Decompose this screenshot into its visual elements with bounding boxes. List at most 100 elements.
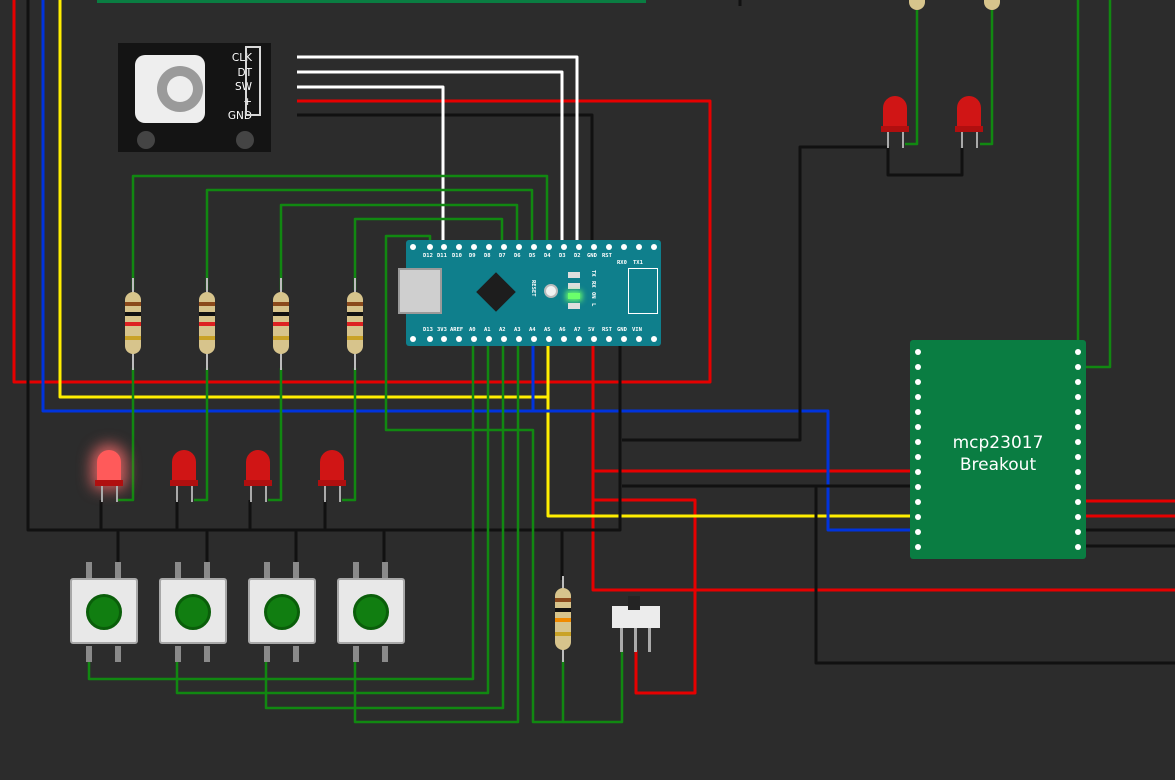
wire-green-1 bbox=[131, 174, 549, 290]
resistor[interactable] bbox=[347, 292, 363, 354]
led-leg bbox=[265, 486, 267, 502]
pin-tx1[interactable] bbox=[636, 244, 642, 250]
mcp-pin[interactable] bbox=[1075, 454, 1081, 460]
mcp23017-breakout[interactable]: mcp23017 Breakout bbox=[910, 340, 1086, 559]
mcp-pin[interactable] bbox=[1075, 364, 1081, 370]
l-led bbox=[568, 303, 580, 309]
mcp-pin[interactable] bbox=[915, 424, 921, 430]
mcp-pin[interactable] bbox=[1075, 349, 1081, 355]
mcp-pin[interactable] bbox=[1075, 514, 1081, 520]
mcp-pin[interactable] bbox=[1075, 394, 1081, 400]
pin-rx0[interactable] bbox=[621, 244, 627, 250]
mcp-pin[interactable] bbox=[915, 364, 921, 370]
pin-a1[interactable] bbox=[486, 336, 492, 342]
pin-d6[interactable] bbox=[516, 244, 522, 250]
mcp-pin[interactable] bbox=[915, 454, 921, 460]
resistor[interactable] bbox=[984, 0, 1000, 10]
mcp-pin[interactable] bbox=[915, 409, 921, 415]
led-leg bbox=[250, 486, 252, 502]
pin-rst-top[interactable] bbox=[606, 244, 612, 250]
pushbutton[interactable] bbox=[248, 578, 316, 644]
mcp-pin[interactable] bbox=[1075, 469, 1081, 475]
mcp-pin[interactable] bbox=[1075, 544, 1081, 550]
pin-label: D7 bbox=[499, 253, 506, 259]
encoder-pin-header[interactable] bbox=[245, 46, 261, 116]
slide-switch[interactable] bbox=[612, 596, 660, 652]
mcp-pin[interactable] bbox=[915, 394, 921, 400]
pushbutton[interactable] bbox=[159, 578, 227, 644]
mcp-pin[interactable] bbox=[915, 439, 921, 445]
pin-d3[interactable] bbox=[561, 244, 567, 250]
mcp-pin[interactable] bbox=[1075, 499, 1081, 505]
pin-a2[interactable] bbox=[501, 336, 507, 342]
pin-5v[interactable] bbox=[591, 336, 597, 342]
mcp-pin[interactable] bbox=[1075, 529, 1081, 535]
resistor[interactable] bbox=[199, 292, 215, 354]
led-red[interactable] bbox=[318, 450, 346, 486]
led-red[interactable] bbox=[881, 96, 909, 132]
pin-d5[interactable] bbox=[531, 244, 537, 250]
pushbutton-cap[interactable] bbox=[86, 594, 122, 630]
pin-d13[interactable] bbox=[427, 336, 433, 342]
pin-aref[interactable] bbox=[456, 336, 462, 342]
led-red[interactable] bbox=[170, 450, 198, 486]
pushbutton-cap[interactable] bbox=[175, 594, 211, 630]
mcp-pin[interactable] bbox=[1075, 379, 1081, 385]
wire-green-2 bbox=[205, 188, 534, 290]
pin-3v3[interactable] bbox=[441, 336, 447, 342]
mcp-pin[interactable] bbox=[915, 469, 921, 475]
pin-a6[interactable] bbox=[561, 336, 567, 342]
mcp-pin[interactable] bbox=[1075, 409, 1081, 415]
pin-gnd-top[interactable] bbox=[591, 244, 597, 250]
pin-a4[interactable] bbox=[531, 336, 537, 342]
resistor[interactable] bbox=[273, 292, 289, 354]
pin-d4[interactable] bbox=[546, 244, 552, 250]
slide-switch-knob[interactable] bbox=[628, 596, 640, 610]
mcp-pin[interactable] bbox=[915, 484, 921, 490]
pin-d2[interactable] bbox=[576, 244, 582, 250]
pushbutton[interactable] bbox=[337, 578, 405, 644]
led-label: TX bbox=[590, 270, 596, 277]
pin-d7[interactable] bbox=[501, 244, 507, 250]
pin-rst-bottom[interactable] bbox=[606, 336, 612, 342]
mcp-pin[interactable] bbox=[915, 499, 921, 505]
mcp-pin[interactable] bbox=[915, 529, 921, 535]
pin-a3[interactable] bbox=[516, 336, 522, 342]
mcp-pin[interactable] bbox=[915, 514, 921, 520]
pushbutton-cap[interactable] bbox=[353, 594, 389, 630]
pin-a5[interactable] bbox=[546, 336, 552, 342]
pin-d11[interactable] bbox=[441, 244, 447, 250]
pin-vin[interactable] bbox=[636, 336, 642, 342]
pin-label: TX1 bbox=[633, 260, 643, 266]
resistor-pulldown[interactable] bbox=[555, 588, 571, 650]
mcp-pin[interactable] bbox=[1075, 424, 1081, 430]
mcp-pin[interactable] bbox=[1075, 484, 1081, 490]
arduino-nano[interactable]: RESET TX RX ON L D12 D11 D10 D9 D8 D7 D6 bbox=[398, 240, 661, 346]
wire-blue bbox=[41, 0, 918, 532]
pin-d12[interactable] bbox=[427, 244, 433, 250]
led-red[interactable] bbox=[244, 450, 272, 486]
mcp-pin[interactable] bbox=[915, 544, 921, 550]
pin-a7[interactable] bbox=[576, 336, 582, 342]
rotary-encoder[interactable]: CLK DT SW + GND bbox=[118, 43, 271, 152]
resistor[interactable] bbox=[909, 0, 925, 10]
mcp-pin[interactable] bbox=[915, 379, 921, 385]
led-red-lit[interactable] bbox=[95, 450, 123, 486]
resistor[interactable] bbox=[125, 292, 141, 354]
pushbutton-cap[interactable] bbox=[264, 594, 300, 630]
pin-a0[interactable] bbox=[471, 336, 477, 342]
pin-d10[interactable] bbox=[456, 244, 462, 250]
mcp-pin[interactable] bbox=[915, 349, 921, 355]
pin-d9[interactable] bbox=[471, 244, 477, 250]
pin-gnd-bottom[interactable] bbox=[621, 336, 627, 342]
reset-button[interactable] bbox=[544, 284, 558, 298]
led-red[interactable] bbox=[955, 96, 983, 132]
led-leg bbox=[116, 486, 118, 502]
resistor-band bbox=[199, 336, 215, 340]
resistor-band bbox=[347, 322, 363, 326]
resistor-band bbox=[347, 312, 363, 316]
pin-d8[interactable] bbox=[486, 244, 492, 250]
mcp-pin[interactable] bbox=[1075, 439, 1081, 445]
pushbutton[interactable] bbox=[70, 578, 138, 644]
